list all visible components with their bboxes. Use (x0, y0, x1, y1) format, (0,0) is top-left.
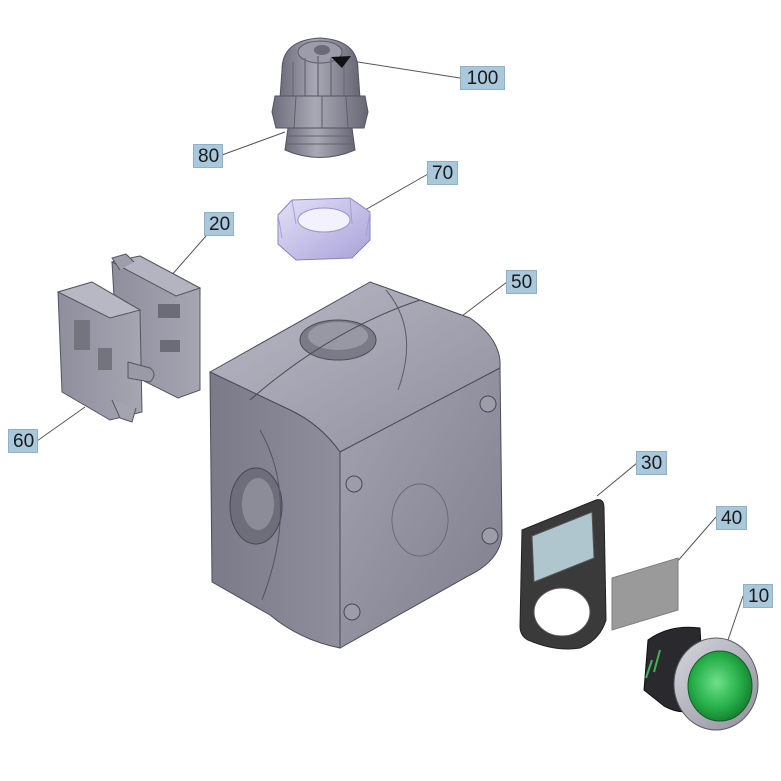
leader-30 (596, 462, 638, 497)
cable-gland (271, 37, 369, 158)
leader-80 (221, 131, 286, 156)
callout-10: 10 (743, 584, 773, 608)
callout-50: 50 (506, 270, 537, 294)
callout-70: 70 (427, 161, 458, 185)
callout-60: 60 (8, 429, 38, 453)
leader-10 (727, 595, 744, 641)
callout-30: 30 (636, 451, 667, 475)
callout-20: 20 (204, 212, 234, 236)
legend-holder (519, 499, 607, 650)
contact-blocks (56, 253, 202, 423)
label-insert (611, 557, 679, 631)
leader-40 (675, 516, 717, 564)
green-pushbutton (643, 626, 759, 731)
leader-20 (169, 235, 207, 278)
enclosure-housing (208, 281, 503, 649)
callout-80: 80 (193, 144, 223, 168)
callout-100: 100 (460, 66, 505, 90)
locknut (277, 197, 371, 261)
leader-70 (364, 173, 429, 211)
leader-lines (36, 59, 744, 641)
leader-60 (36, 406, 86, 442)
leader-100 (344, 59, 461, 79)
gland-seal-arrow-icon (331, 56, 351, 68)
callout-40: 40 (716, 506, 747, 530)
